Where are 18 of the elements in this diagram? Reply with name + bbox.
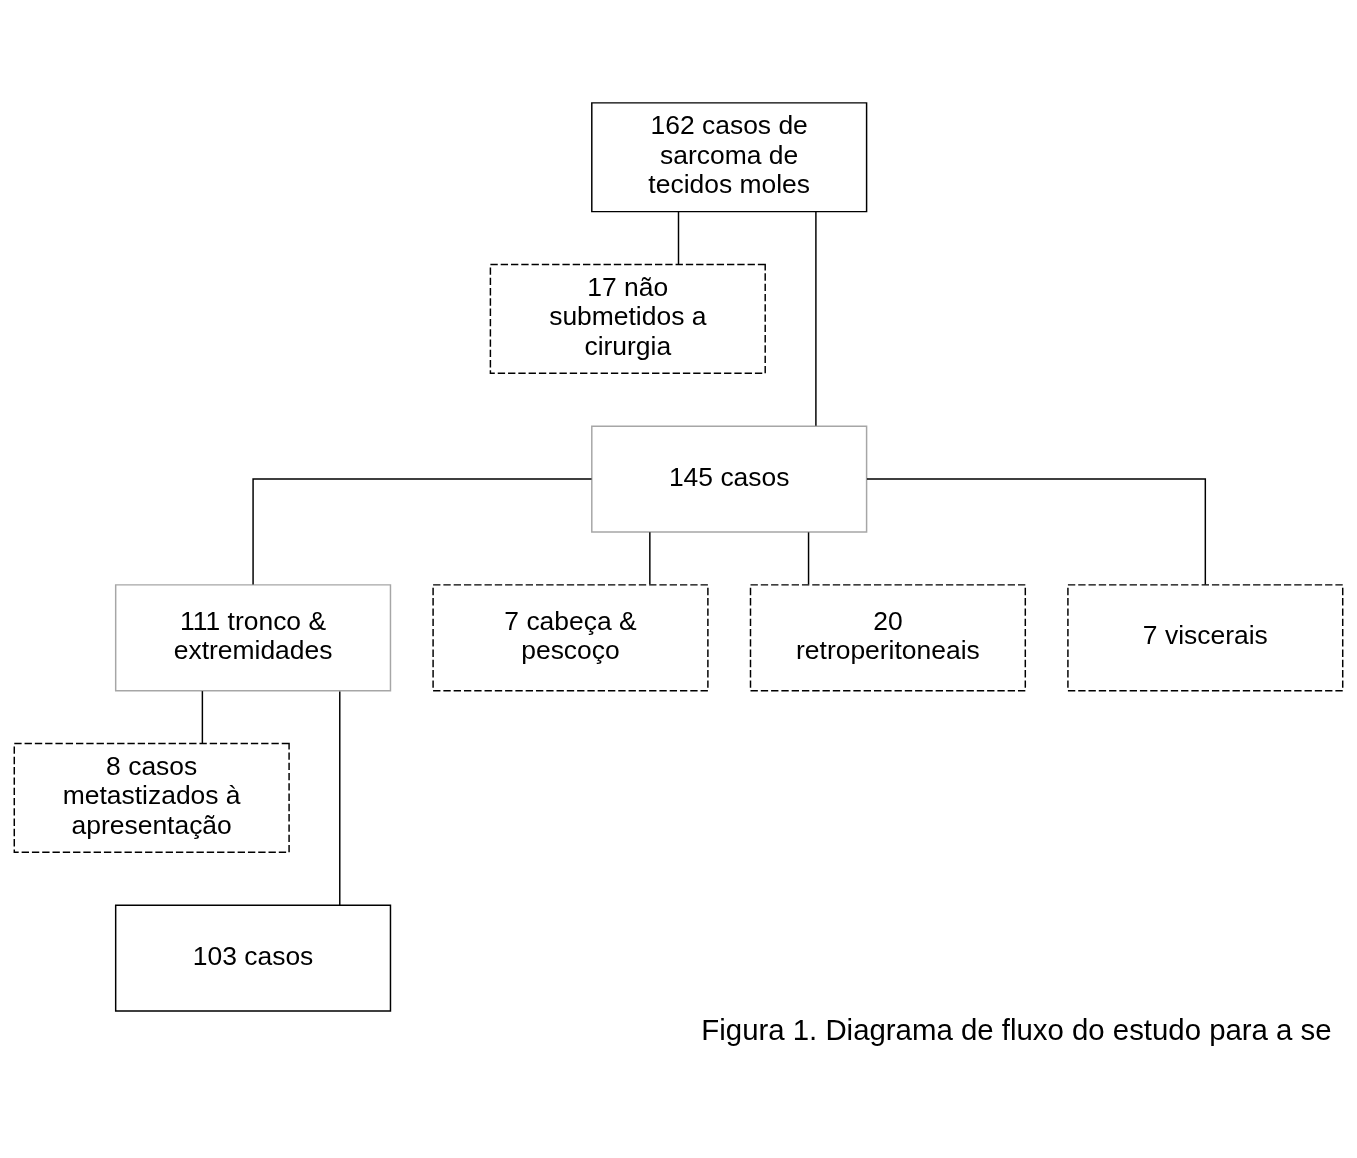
node-box: 8 casos metastizados à apresentação xyxy=(13,742,290,854)
connector xyxy=(201,690,204,744)
connector xyxy=(649,531,651,586)
connector xyxy=(815,211,817,427)
node-box: 20 retroperitoneais xyxy=(749,584,1027,692)
node-box: 145 casos xyxy=(591,425,868,533)
node-box: 17 não submetidos a cirurgia xyxy=(489,263,766,374)
node-box: 111 tronco & extremidades xyxy=(114,584,392,692)
node-box: 7 cabeça & pescoço xyxy=(432,584,709,692)
caption: Figura 1. Diagrama de fluxo do estudo para a se xyxy=(701,1013,1332,1047)
connector xyxy=(677,211,680,265)
connector xyxy=(807,531,810,586)
connector xyxy=(339,690,341,906)
node-box: 162 casos de sarcoma de tecidos moles xyxy=(591,102,868,213)
node-box: 103 casos xyxy=(114,904,392,1012)
connector xyxy=(866,478,1207,586)
connector xyxy=(252,478,593,586)
node-box: 7 viscerais xyxy=(1067,584,1344,692)
